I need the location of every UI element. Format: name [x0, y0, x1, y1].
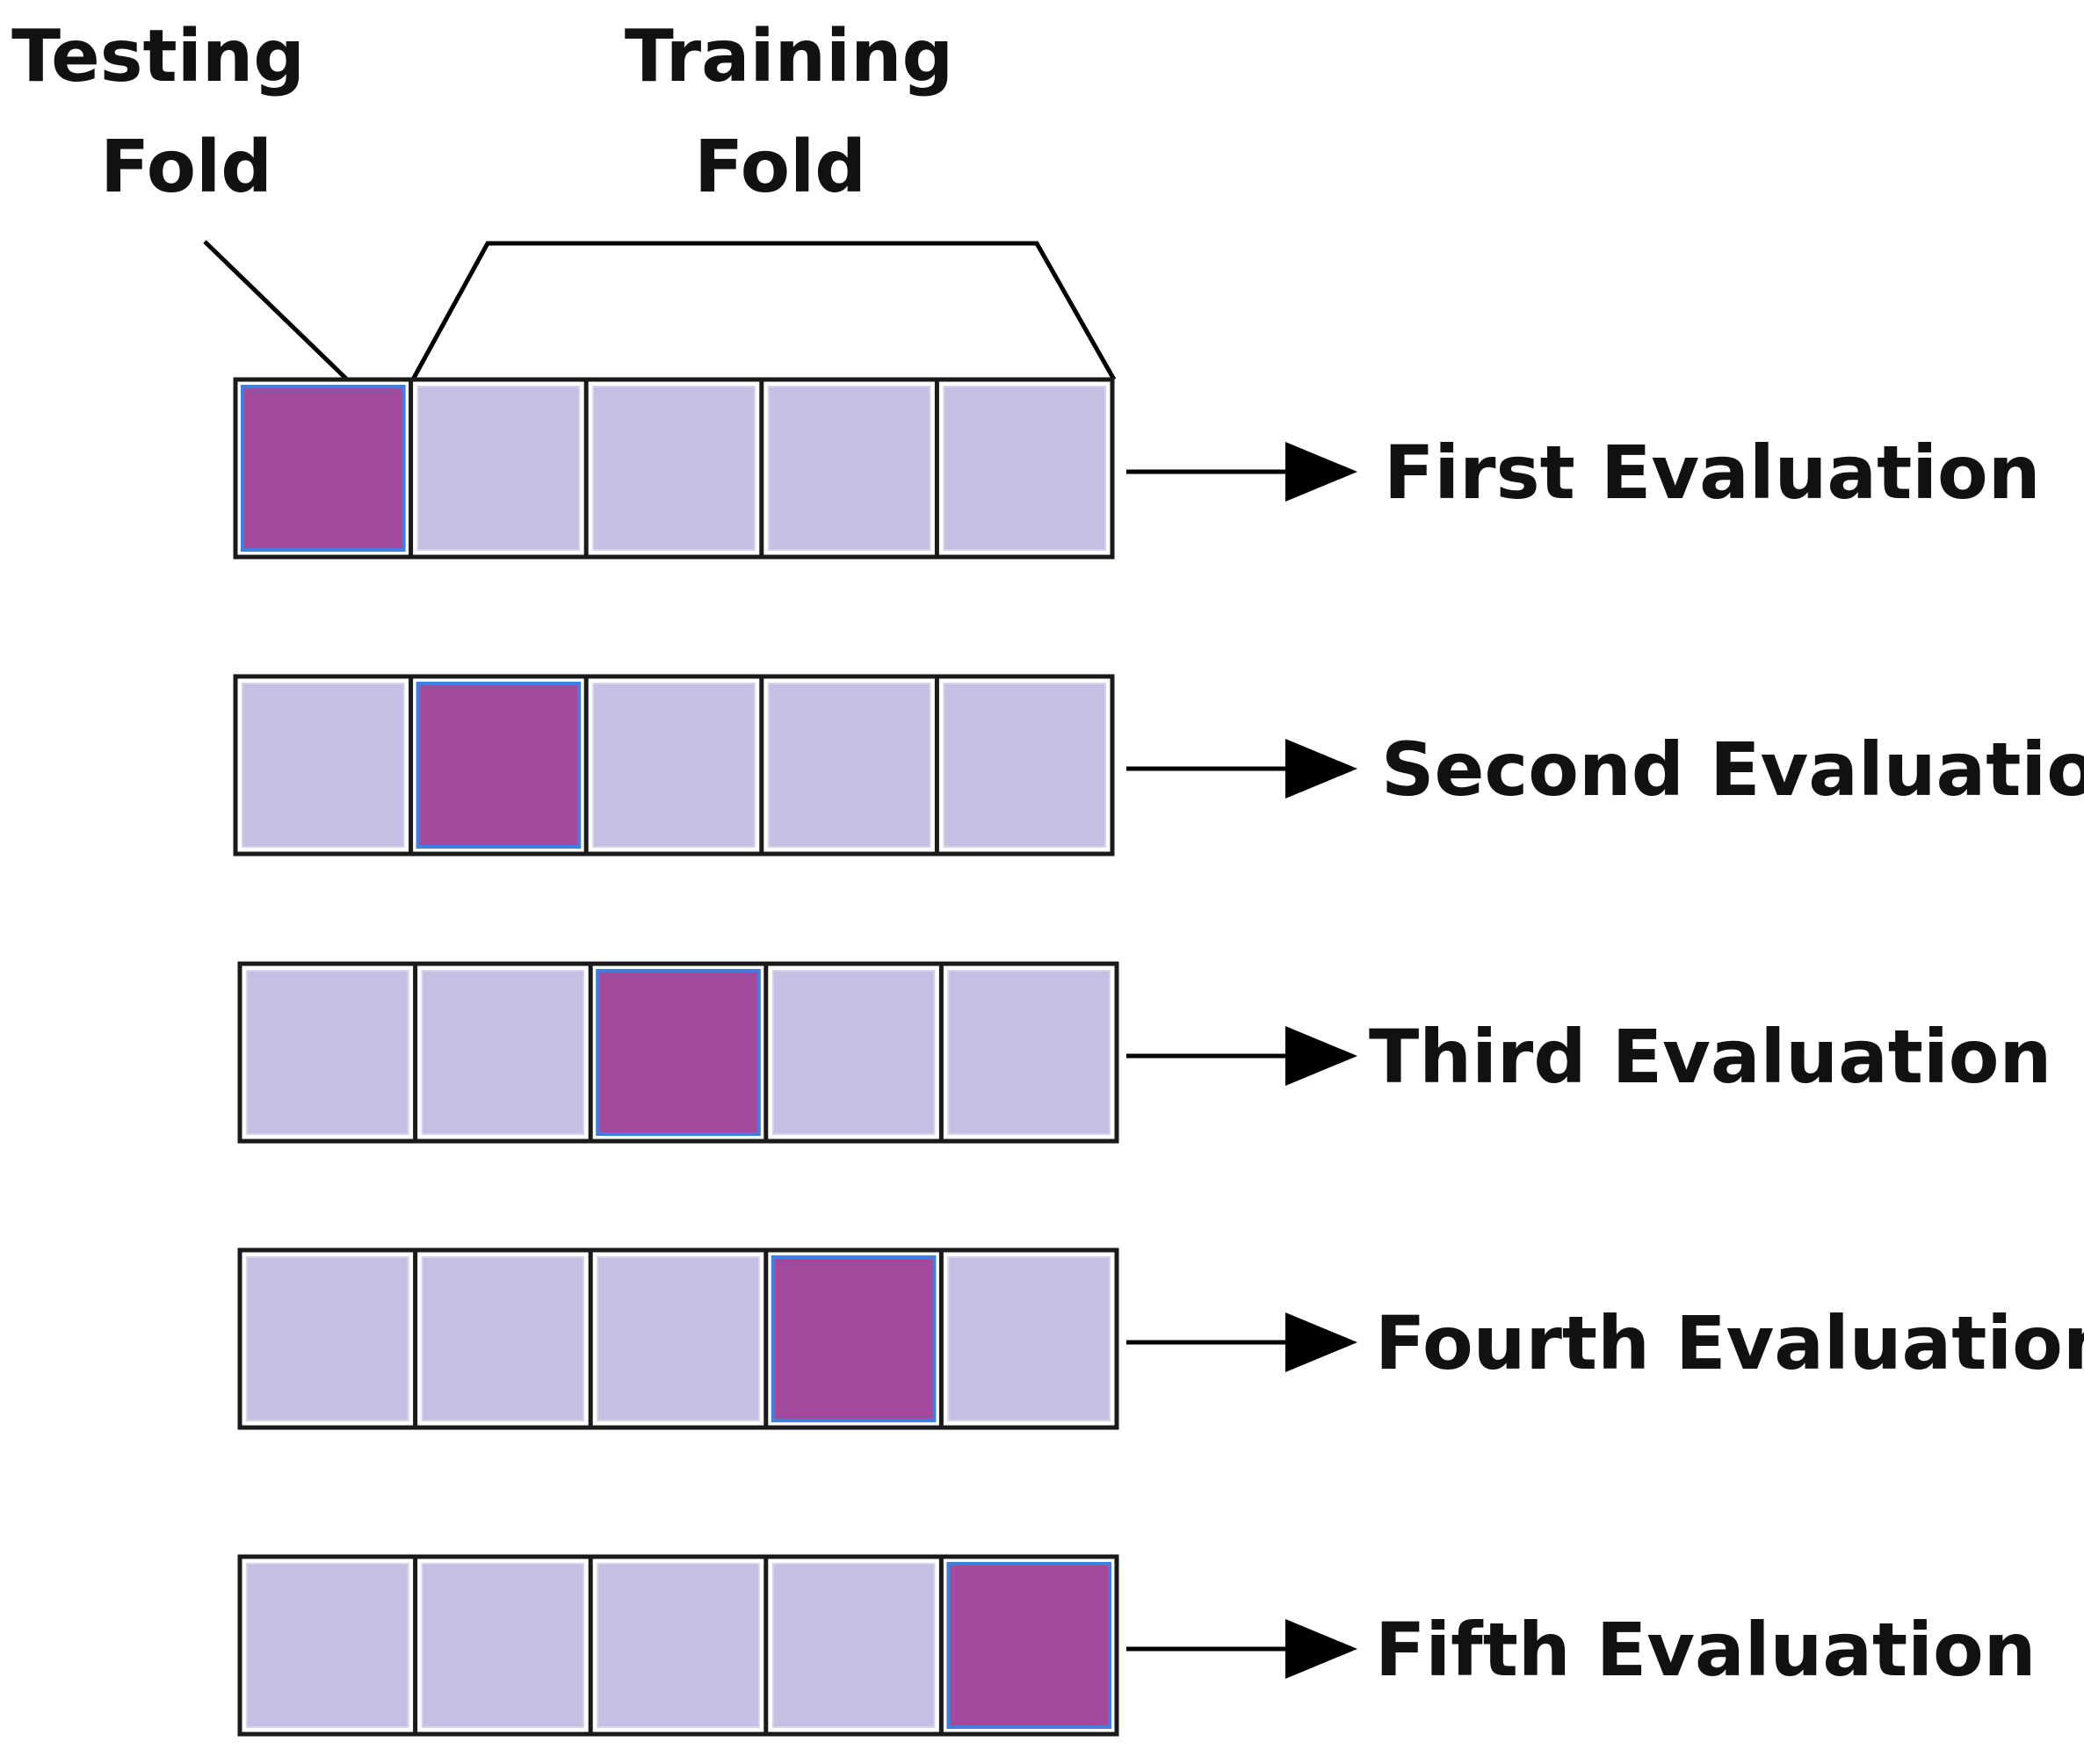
arrow-head-icon	[1285, 442, 1357, 502]
testing-fold-label-line1: Testing	[11, 15, 305, 98]
training-fold-cell	[597, 1563, 760, 1728]
evaluation-label: Second Evaluation	[1381, 727, 2084, 813]
evaluation-row: Fourth Evaluation	[237, 1247, 2084, 1430]
training-fold-cell	[242, 683, 405, 848]
training-fold-cell	[592, 386, 756, 551]
evaluation-label: Fifth Evaluation	[1375, 1607, 2036, 1693]
header-connectors	[203, 240, 1117, 381]
evaluation-row: First Evaluation	[233, 377, 2041, 560]
arrow-head-icon	[1285, 1619, 1357, 1679]
training-fold-cell	[767, 386, 931, 551]
training-fold-cell	[771, 970, 936, 1135]
training-fold-bracket	[410, 241, 1117, 381]
training-fold-label-line1: Training	[625, 15, 953, 98]
training-fold-cell	[767, 683, 931, 848]
training-fold-cell	[421, 1256, 585, 1421]
training-fold-cell	[597, 1256, 760, 1421]
training-fold-cell	[592, 683, 756, 848]
evaluation-label: Third Evaluation	[1369, 1014, 2051, 1100]
header-labels: Testing Fold Training Fold	[11, 15, 953, 209]
training-fold-cell	[416, 386, 581, 551]
arrow-head-icon	[1285, 1026, 1357, 1086]
training-fold-cell	[943, 386, 1107, 551]
evaluation-label: First Evaluation	[1384, 430, 2041, 516]
testing-fold-cell	[771, 1255, 937, 1422]
training-fold-cell	[246, 1563, 409, 1728]
testing-fold-label-line2: Fold	[100, 126, 272, 209]
evaluation-row: Fifth Evaluation	[237, 1554, 2036, 1737]
testing-fold-cell	[241, 385, 406, 552]
arrow-head-icon	[1285, 1312, 1357, 1372]
training-fold-cell	[421, 1563, 585, 1728]
testing-fold-cell	[946, 1562, 1112, 1729]
training-fold-cell	[947, 1256, 1111, 1421]
testing-fold-pointer-line	[203, 240, 349, 381]
testing-fold-cell	[596, 969, 761, 1136]
testing-fold-cell	[416, 682, 582, 849]
training-fold-cell	[771, 1563, 936, 1728]
arrow-head-icon	[1285, 739, 1357, 799]
training-fold-cell	[246, 970, 409, 1135]
training-fold-cell	[421, 970, 585, 1135]
evaluation-row: Second Evaluation	[233, 674, 2084, 857]
training-fold-cell	[246, 1256, 409, 1421]
evaluation-row: Third Evaluation	[237, 961, 2051, 1144]
training-fold-cell	[943, 683, 1107, 848]
training-fold-cell	[947, 970, 1111, 1135]
evaluation-label: Fourth Evaluation	[1375, 1300, 2084, 1386]
training-fold-label-line2: Fold	[694, 126, 866, 209]
